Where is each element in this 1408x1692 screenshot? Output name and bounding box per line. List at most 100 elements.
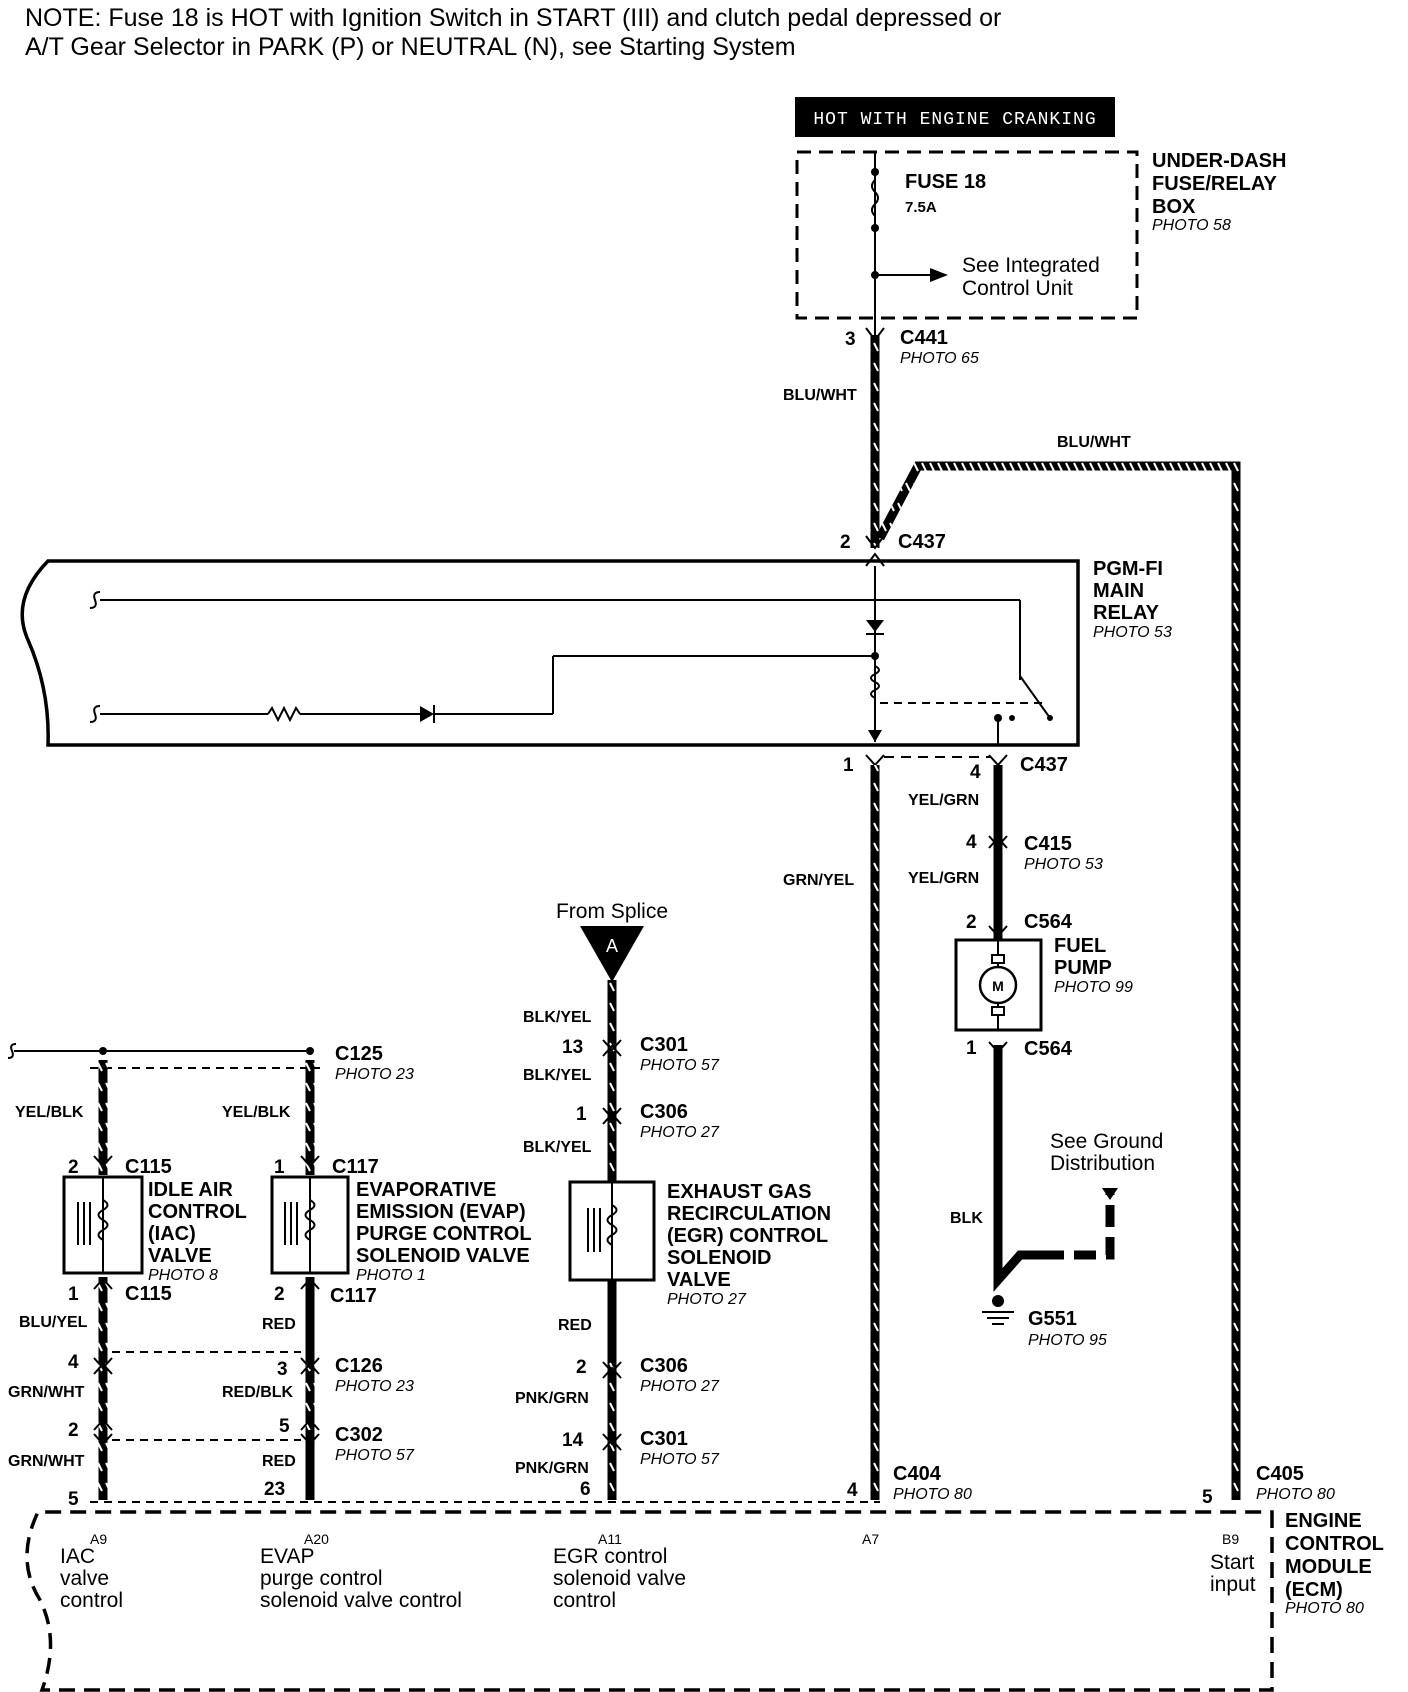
connector-c301-bottom: 14 C301 PHOTO 57	[562, 1428, 720, 1468]
egr-title-4: SOLENOID	[667, 1247, 771, 1269]
ecm-terminal-a11: A11	[598, 1531, 622, 1547]
fuel-pump: 2 C564 M FUEL PUMP PHOTO 99 1 C564	[954, 911, 1133, 1060]
c115-bot-name: C115	[125, 1283, 172, 1305]
c302-pin-iac: 2	[68, 1420, 79, 1441]
connector-c302: 2 5 C302 PHOTO 57	[68, 1416, 415, 1464]
ecm-b9-line-1: Start	[1210, 1551, 1255, 1574]
c437-top-name: C437	[898, 531, 946, 553]
egr-title-5: VALVE	[667, 1269, 731, 1291]
wire-label-blk: BLK	[950, 1210, 983, 1227]
wire-label-yel-blk-1: YEL/BLK	[15, 1104, 84, 1121]
c437-pin-4: 4	[970, 762, 981, 783]
hot-banner: HOT WITH ENGINE CRANKING	[795, 97, 1115, 137]
wire-label-yel-grn-1: YEL/GRN	[908, 792, 979, 809]
fuel-pump-title-2: PUMP	[1054, 957, 1112, 979]
diode-icon	[866, 620, 884, 632]
c126-photo: PHOTO 23	[335, 1378, 414, 1395]
wire-label-grn-yel: GRN/YEL	[783, 872, 854, 889]
ground-see-1: See Ground	[1050, 1130, 1163, 1153]
c441-photo: PHOTO 65	[900, 350, 979, 367]
c126-pin-evap: 3	[277, 1359, 288, 1380]
ground-photo: PHOTO 95	[1028, 1332, 1107, 1349]
c441-name: C441	[900, 327, 948, 349]
evap-title-1: EVAPORATIVE	[356, 1179, 496, 1201]
c115-bot-pin: 1	[68, 1284, 79, 1305]
egr-photo: PHOTO 27	[667, 1291, 747, 1308]
ecm-a20-line-3: solenoid valve control	[260, 1589, 462, 1612]
iac-title-1: IDLE AIR	[148, 1179, 233, 1201]
iac-valve: 2 C115 IDLE AIR CONTROL (IAC) VALVE PHOT…	[62, 1155, 247, 1305]
fuse-relay-box: FUSE 18 7.5A See Integrated Control Unit…	[795, 150, 1286, 340]
c302-photo: PHOTO 57	[335, 1447, 415, 1464]
c405-name: C405	[1256, 1463, 1304, 1485]
ecm-title-1: ENGINE	[1285, 1510, 1362, 1532]
c126-pin-iac: 4	[68, 1352, 79, 1373]
connector-c405: 5 C405 PHOTO 80	[1202, 1463, 1335, 1508]
c117-top-pin: 1	[274, 1157, 285, 1178]
wire-label-red-1: RED	[262, 1316, 296, 1333]
ecm-b9-line-2: input	[1210, 1573, 1256, 1596]
fuse-box-title-3: BOX	[1152, 196, 1196, 218]
fuse-box-title-2: FUSE/RELAY	[1152, 173, 1278, 195]
ecm-title-4: (ECM)	[1285, 1579, 1343, 1601]
c306-bot-name: C306	[640, 1355, 688, 1377]
ecm-terminal-a20: A20	[304, 1531, 329, 1547]
egr-title-3: (EGR) CONTROL	[667, 1225, 828, 1247]
ecm-title-2: CONTROL	[1285, 1533, 1384, 1555]
connector-c441: 3 C441 PHOTO 65	[845, 327, 979, 367]
wire-label-grn-wht-1: GRN/WHT	[8, 1384, 85, 1401]
ecm-a9-line-3: control	[60, 1589, 123, 1612]
ecm-pin-iac: 5	[68, 1489, 79, 1510]
wire-label-pnk-grn-1: PNK/GRN	[515, 1390, 589, 1407]
c415-pin: 4	[966, 832, 977, 853]
c564-top-pin: 2	[966, 912, 977, 933]
splice-letter: A	[606, 936, 618, 956]
c405-pin: 5	[1202, 1487, 1213, 1508]
ecm-title-3: MODULE	[1285, 1556, 1372, 1578]
c301-bot-photo: PHOTO 57	[640, 1451, 720, 1468]
egr-title-2: RECIRCULATION	[667, 1203, 831, 1225]
fuse-box-title-1: UNDER-DASH	[1152, 150, 1286, 172]
evap-title-2: EMISSION (EVAP)	[356, 1201, 526, 1223]
resistor-icon	[267, 705, 301, 723]
c125-bus: C125 PHOTO 23	[7, 1043, 414, 1083]
c437-pin-1: 1	[843, 755, 854, 776]
c437-bottom-name: C437	[1020, 754, 1068, 776]
ecm-a20-line-2: purge control	[260, 1567, 383, 1590]
evap-title-3: PURGE CONTROL	[356, 1223, 532, 1245]
iac-title-2: CONTROL	[148, 1201, 247, 1223]
pgm-fi-main-relay: PGM-FI MAIN RELAY PHOTO 53	[20, 558, 1172, 747]
c437-top-pin: 2	[840, 532, 851, 553]
motor-icon	[978, 965, 1018, 1005]
c117-bot-name: C117	[330, 1285, 377, 1307]
c415-name: C415	[1024, 833, 1072, 855]
solenoid-coil-icon	[606, 1204, 618, 1246]
wire-label-red-blk: RED/BLK	[222, 1384, 294, 1401]
c301-bot-pin: 14	[562, 1430, 584, 1451]
ecm-terminal-a7: A7	[862, 1531, 879, 1547]
c115-top-pin: 2	[68, 1157, 79, 1178]
fuse-box-photo: PHOTO 58	[1152, 217, 1231, 234]
c306-top-photo: PHOTO 27	[640, 1124, 720, 1141]
c441-pin: 3	[845, 329, 856, 350]
c405-photo: PHOTO 80	[1256, 1486, 1335, 1503]
relay-photo: PHOTO 53	[1093, 624, 1172, 641]
ecm-terminal-a9: A9	[90, 1531, 107, 1547]
arrow-right-icon	[930, 268, 948, 282]
ecm-terminal-b9: B9	[1222, 1531, 1239, 1547]
wire-label-yel-blk-2: YEL/BLK	[222, 1104, 291, 1121]
motor-label: M	[992, 978, 1004, 994]
c115-top-name: C115	[125, 1156, 172, 1178]
wire-label-blu-wht-1: BLU/WHT	[783, 387, 857, 404]
c306-bot-pin: 2	[576, 1357, 587, 1378]
wire-label-red-2: RED	[262, 1453, 296, 1470]
c404-pin: 4	[847, 1480, 858, 1501]
ecm-a20-line-1: EVAP	[260, 1545, 314, 1568]
connector-c306-bottom: 2 C306 PHOTO 27	[576, 1355, 720, 1395]
relay-coil-icon	[870, 665, 880, 699]
c126-name: C126	[335, 1355, 383, 1377]
wire-label-blk-yel-2: BLK/YEL	[523, 1067, 592, 1084]
c302-name: C302	[335, 1424, 383, 1446]
egr-valve: EXHAUST GAS RECIRCULATION (EGR) CONTROL …	[568, 1180, 831, 1308]
evap-photo: PHOTO 1	[356, 1267, 426, 1284]
